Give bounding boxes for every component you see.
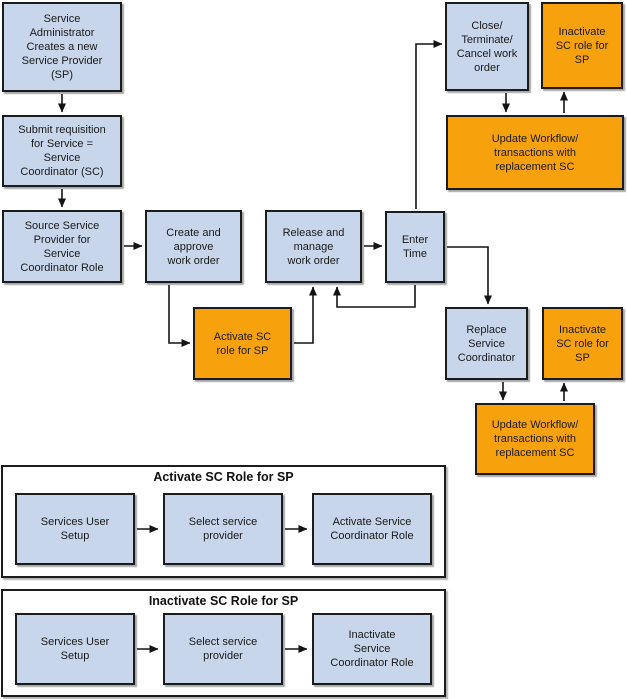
- section-title-inactivate: Inactivate SC Role for SP: [148, 594, 299, 608]
- arrow-create-to-activate: [168, 285, 191, 347]
- node-update-workflow-top: Update Workflow/ transactions with repla…: [446, 115, 624, 190]
- node-inactivate-sc-role-right: Inactivate SC role for SP: [542, 307, 623, 380]
- node-source-service-provider: Source Service Provider for Service Coor…: [2, 210, 122, 283]
- node-submit-requisition: Submit requisition for Service = Service…: [2, 115, 122, 187]
- node-enter-time: Enter Time: [385, 211, 445, 283]
- node-inactivate-services-user-setup: Services User Setup: [15, 613, 135, 685]
- section-title-activate: Activate SC Role for SP: [153, 470, 294, 484]
- node-inactivate-sc-role-top: Inactivate SC role for SP: [541, 2, 623, 89]
- node-activate-service-coordinator-role: Activate Service Coordinator Role: [312, 493, 432, 565]
- node-activate-sc-role: Activate SC role for SP: [193, 307, 292, 380]
- node-close-terminate-cancel: Close/ Terminate/ Cancel work order: [445, 2, 529, 91]
- node-create-approve-work-order: Create and approve work order: [145, 210, 242, 283]
- node-replace-service-coordinator: Replace Service Coordinator: [445, 307, 528, 380]
- node-update-workflow-right: Update Workflow/ transactions with repla…: [475, 403, 595, 475]
- node-inactivate-select-service-provider: Select service provider: [163, 613, 283, 685]
- node-activate-services-user-setup: Services User Setup: [15, 493, 135, 565]
- arrow-activate-to-release: [294, 286, 317, 344]
- node-release-manage-work-order: Release and manage work order: [265, 210, 362, 283]
- arrow-entertime-loop-to-release: [333, 285, 416, 308]
- node-activate-select-service-provider: Select service provider: [163, 493, 283, 565]
- node-service-administrator: Service Administrator Creates a new Serv…: [2, 2, 122, 92]
- node-inactivate-service-coordinator-role: Inactivate Service Coordinator Role: [312, 613, 432, 685]
- arrow-entertime-to-replace: [447, 246, 492, 305]
- arrow-entertime-to-close: [415, 40, 443, 209]
